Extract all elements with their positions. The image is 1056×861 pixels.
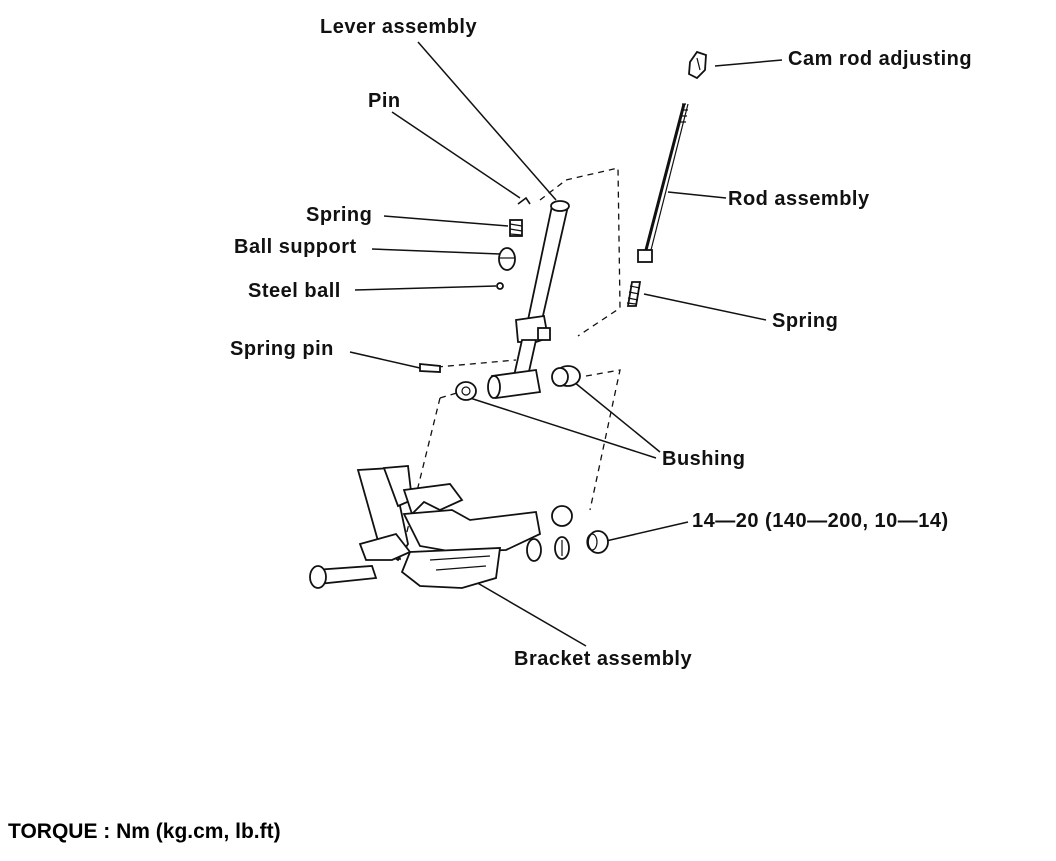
leader-spring-right — [643, 293, 767, 321]
spring-pin-part — [419, 363, 441, 373]
label-spring-upper: Spring — [306, 204, 373, 226]
label-torque-value: 14—20 (140—200, 10—14) — [692, 510, 949, 532]
leader-steel-ball — [354, 285, 497, 291]
leader-spring-upper — [383, 215, 509, 227]
spring-right-part — [626, 281, 642, 307]
torque-units-note: TORQUE : Nm (kg.cm, lb.ft) — [8, 820, 281, 843]
assembly-guides — [399, 167, 621, 561]
leader-pin — [391, 111, 521, 199]
lower-bushing-parts — [526, 505, 609, 562]
spring-upper-part — [509, 219, 523, 237]
leader-cam-rod — [714, 59, 783, 67]
steel-ball-part — [496, 282, 504, 290]
label-spring-pin: Spring pin — [230, 338, 334, 360]
leader-bushing-right — [573, 381, 661, 453]
leader-lever-assembly — [417, 41, 557, 201]
label-lever-assembly: Lever assembly — [320, 16, 478, 38]
leader-torque — [605, 521, 689, 542]
label-ball-support: Ball support — [234, 236, 357, 258]
leader-bracket — [461, 573, 587, 647]
pin-part — [517, 196, 531, 205]
leader-spring-pin — [349, 351, 421, 369]
label-bushing: Bushing — [662, 448, 746, 470]
label-rod-assembly: Rod assembly — [728, 188, 870, 210]
rod-assembly-part — [637, 103, 689, 263]
label-spring-right: Spring — [772, 310, 839, 332]
lever-assembly-part — [487, 200, 570, 400]
leader-bushing-left — [469, 397, 657, 459]
leader-ball-support — [371, 248, 501, 255]
label-bracket-assembly: Bracket assembly — [514, 648, 693, 670]
cam-rod-adjusting-part — [688, 50, 707, 80]
label-cam-rod-adjusting: Cam rod adjusting — [788, 48, 973, 70]
leader-rod-assembly — [667, 191, 727, 199]
bracket-assembly-part — [309, 465, 542, 589]
leader-lines — [349, 41, 783, 647]
label-steel-ball: Steel ball — [248, 280, 341, 302]
bushing-upper-parts — [455, 365, 581, 401]
ball-support-part — [498, 247, 516, 271]
label-pin: Pin — [368, 90, 401, 112]
